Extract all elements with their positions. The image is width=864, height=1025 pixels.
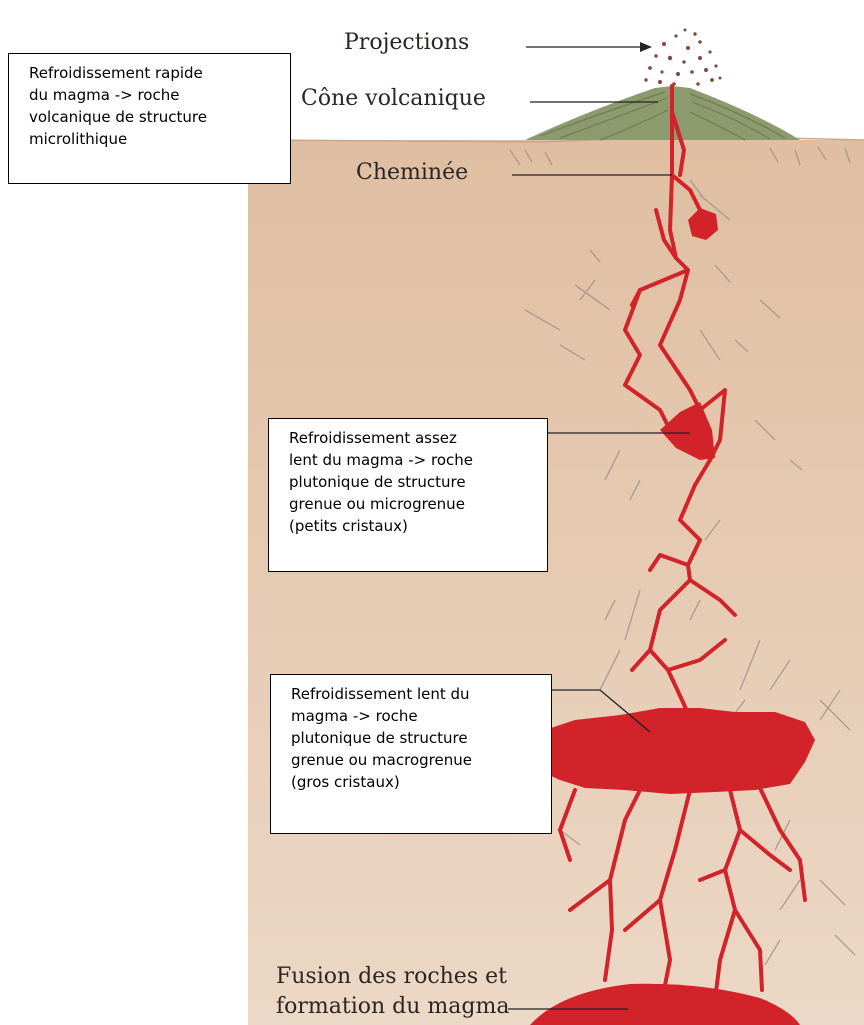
callout-fairly-slow-line-5: (petits cristaux) <box>289 515 535 537</box>
label-fusion-line2: formation du magma <box>276 992 576 1022</box>
callout-rapid-line-3: volcanique de structure <box>29 106 278 128</box>
callout-fairly-slow-line-3: plutonique de structure <box>289 471 535 493</box>
label-cheminee: Cheminée <box>356 160 468 185</box>
callout-slow-line-3: plutonique de structure <box>291 727 539 749</box>
callout-fairly-slow-line-4: grenue ou microgrenue <box>289 493 535 515</box>
callout-rapid-line-1: Refroidissement rapide <box>29 62 278 84</box>
callout-slow-line-2: magma -> roche <box>291 705 539 727</box>
callout-rapid-cooling: Refroidissement rapide du magma -> roche… <box>8 53 291 184</box>
callout-fairly-slow-line-1: Refroidissement assez <box>289 427 535 449</box>
callout-slow-line-4: grenue ou macrogrenue <box>291 749 539 771</box>
magma-sill <box>530 708 815 794</box>
callout-slow-cooling: Refroidissement lent du magma -> roche p… <box>270 674 552 834</box>
label-fusion: Fusion des roches et formation du magma <box>276 962 576 1022</box>
label-fusion-line1: Fusion des roches et <box>276 962 576 992</box>
ground <box>248 140 864 1025</box>
label-projections: Projections <box>344 30 469 55</box>
callout-fairly-slow-cooling: Refroidissement assez lent du magma -> r… <box>268 418 548 572</box>
sky-strip <box>248 0 864 140</box>
callout-slow-line-5: (gros cristaux) <box>291 771 539 793</box>
callout-rapid-line-2: du magma -> roche <box>29 84 278 106</box>
callout-slow-line-1: Refroidissement lent du <box>291 683 539 705</box>
callout-rapid-line-4: microlithique <box>29 128 278 150</box>
callout-fairly-slow-line-2: lent du magma -> roche <box>289 449 535 471</box>
label-cone-volcanique: Cône volcanique <box>301 86 486 111</box>
